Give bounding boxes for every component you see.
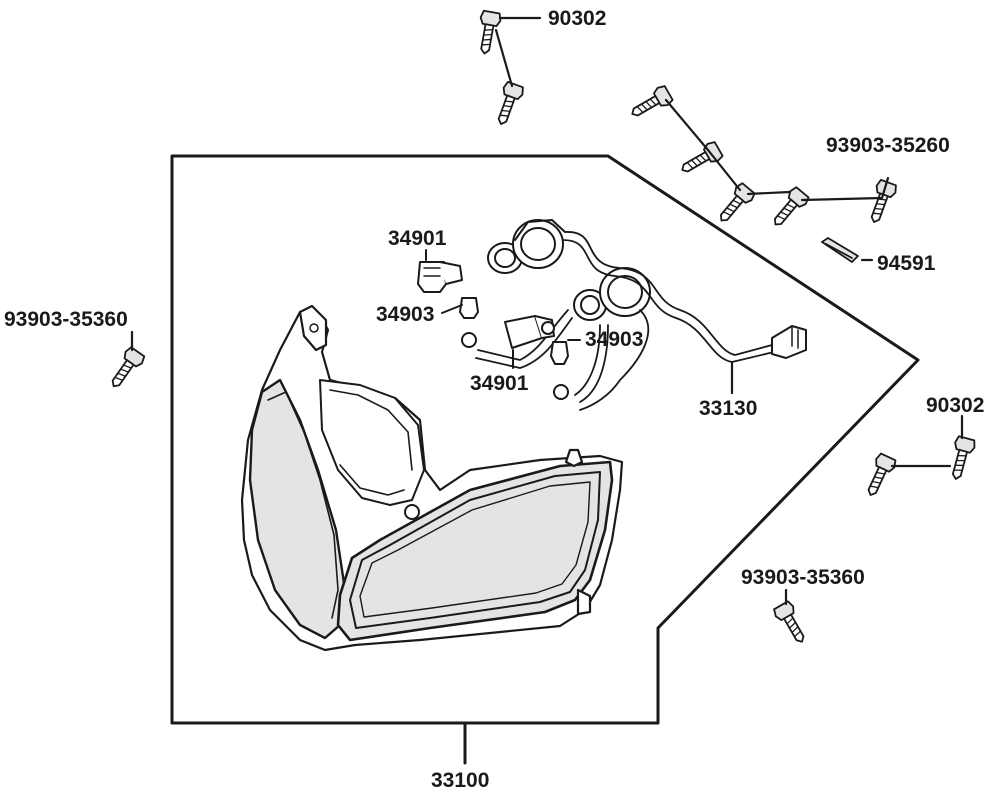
screw-93903-35260-c bbox=[712, 181, 757, 228]
assembly-boundary bbox=[170, 154, 920, 725]
label-33100: 33100 bbox=[431, 769, 490, 792]
label-94591: 94591 bbox=[877, 252, 936, 275]
label-90302-top: 90302 bbox=[548, 7, 607, 30]
screw-90302-top-b bbox=[490, 80, 526, 129]
label-33130: 33130 bbox=[699, 397, 758, 420]
screw-93903-35260-a bbox=[626, 83, 675, 124]
label-34903-right: 34903 bbox=[585, 328, 644, 351]
screw-93903-35360-left bbox=[104, 345, 147, 393]
label-90302-right: 90302 bbox=[926, 394, 985, 417]
label-93903-35260: 93903-35260 bbox=[826, 134, 950, 157]
screw-90302-right-a bbox=[860, 451, 899, 501]
label-34903-left: 34903 bbox=[376, 303, 435, 326]
headlight-housing bbox=[240, 304, 624, 652]
bulb-34903-right bbox=[550, 341, 569, 365]
bulb-34901-mid bbox=[504, 315, 555, 349]
clip-94591 bbox=[821, 237, 859, 263]
label-93903-35360-bottom: 93903-35360 bbox=[741, 566, 865, 589]
label-34901-top: 34901 bbox=[388, 227, 447, 250]
label-34901-mid: 34901 bbox=[470, 372, 529, 395]
bulb-34903-left bbox=[459, 297, 479, 319]
bulb-34901-top bbox=[417, 261, 463, 293]
screw-90302-right-b bbox=[945, 434, 978, 483]
screw-93903-35360-bottom bbox=[771, 599, 812, 648]
label-93903-35360-left: 93903-35360 bbox=[4, 308, 128, 331]
wiring-harness bbox=[461, 219, 807, 411]
screw-93903-35260-e bbox=[863, 178, 899, 227]
